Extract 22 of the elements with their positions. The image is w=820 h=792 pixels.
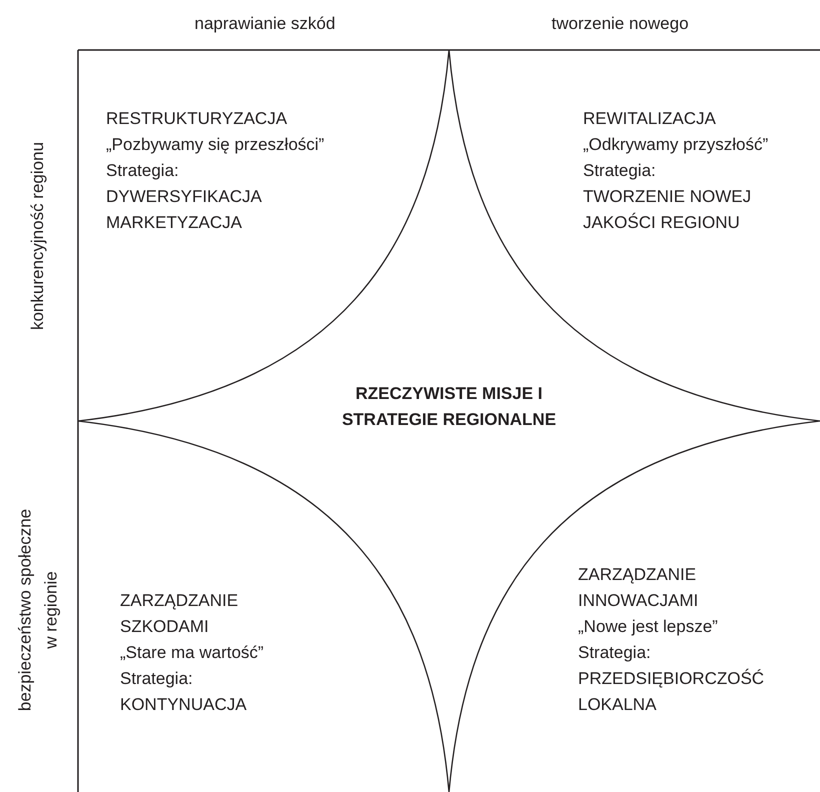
axis-label: bezpieczeństwo społeczne w regionie [14,508,61,714]
quadrant-text: REWITALIZACJA [583,108,716,130]
quadrant-text: „Pozbywamy się przeszłości” [106,134,324,156]
quadrant-text: RESTRUKTURYZACJA [106,108,288,130]
quadrant-text: „Stare ma wartość” [120,642,264,664]
quadrant-text: KONTYNUACJA [120,694,247,716]
axis-label: tworzenie nowego [552,13,689,35]
quadrant-text: Strategia: [106,160,179,182]
axis-label: konkurencyjność regionu [27,142,48,330]
quadrant-text: ZARZĄDZANIE INNOWACJAMI [578,564,700,612]
quadrant-text: Strategia: [583,160,656,182]
axis-label: naprawianie szkód [194,13,336,35]
quadrant-text: DYWERSYFIKACJA MARKETYZACJA [106,186,262,234]
star-shape [78,50,820,792]
quadrant-text: ZARZĄDZANIE SZKODAMI [120,590,240,638]
quadrant-text: TWORZENIE NOWEJ JAKOŚCI REGIONU [583,186,752,234]
quadrant-text: PRZEDSIĘBIORCZOŚĆ LOKALNA [578,668,766,716]
quadrant-text: „Nowe jest lepsze” [578,616,718,638]
quadrant-text: Strategia: [120,668,193,690]
node-label: RZECZYWISTE MISJE I STRATEGIE REGIONALNE [340,383,558,431]
quadrant-text: Strategia: [578,642,651,664]
quadrant-text: „Odkrywamy przyszłość” [583,134,768,156]
